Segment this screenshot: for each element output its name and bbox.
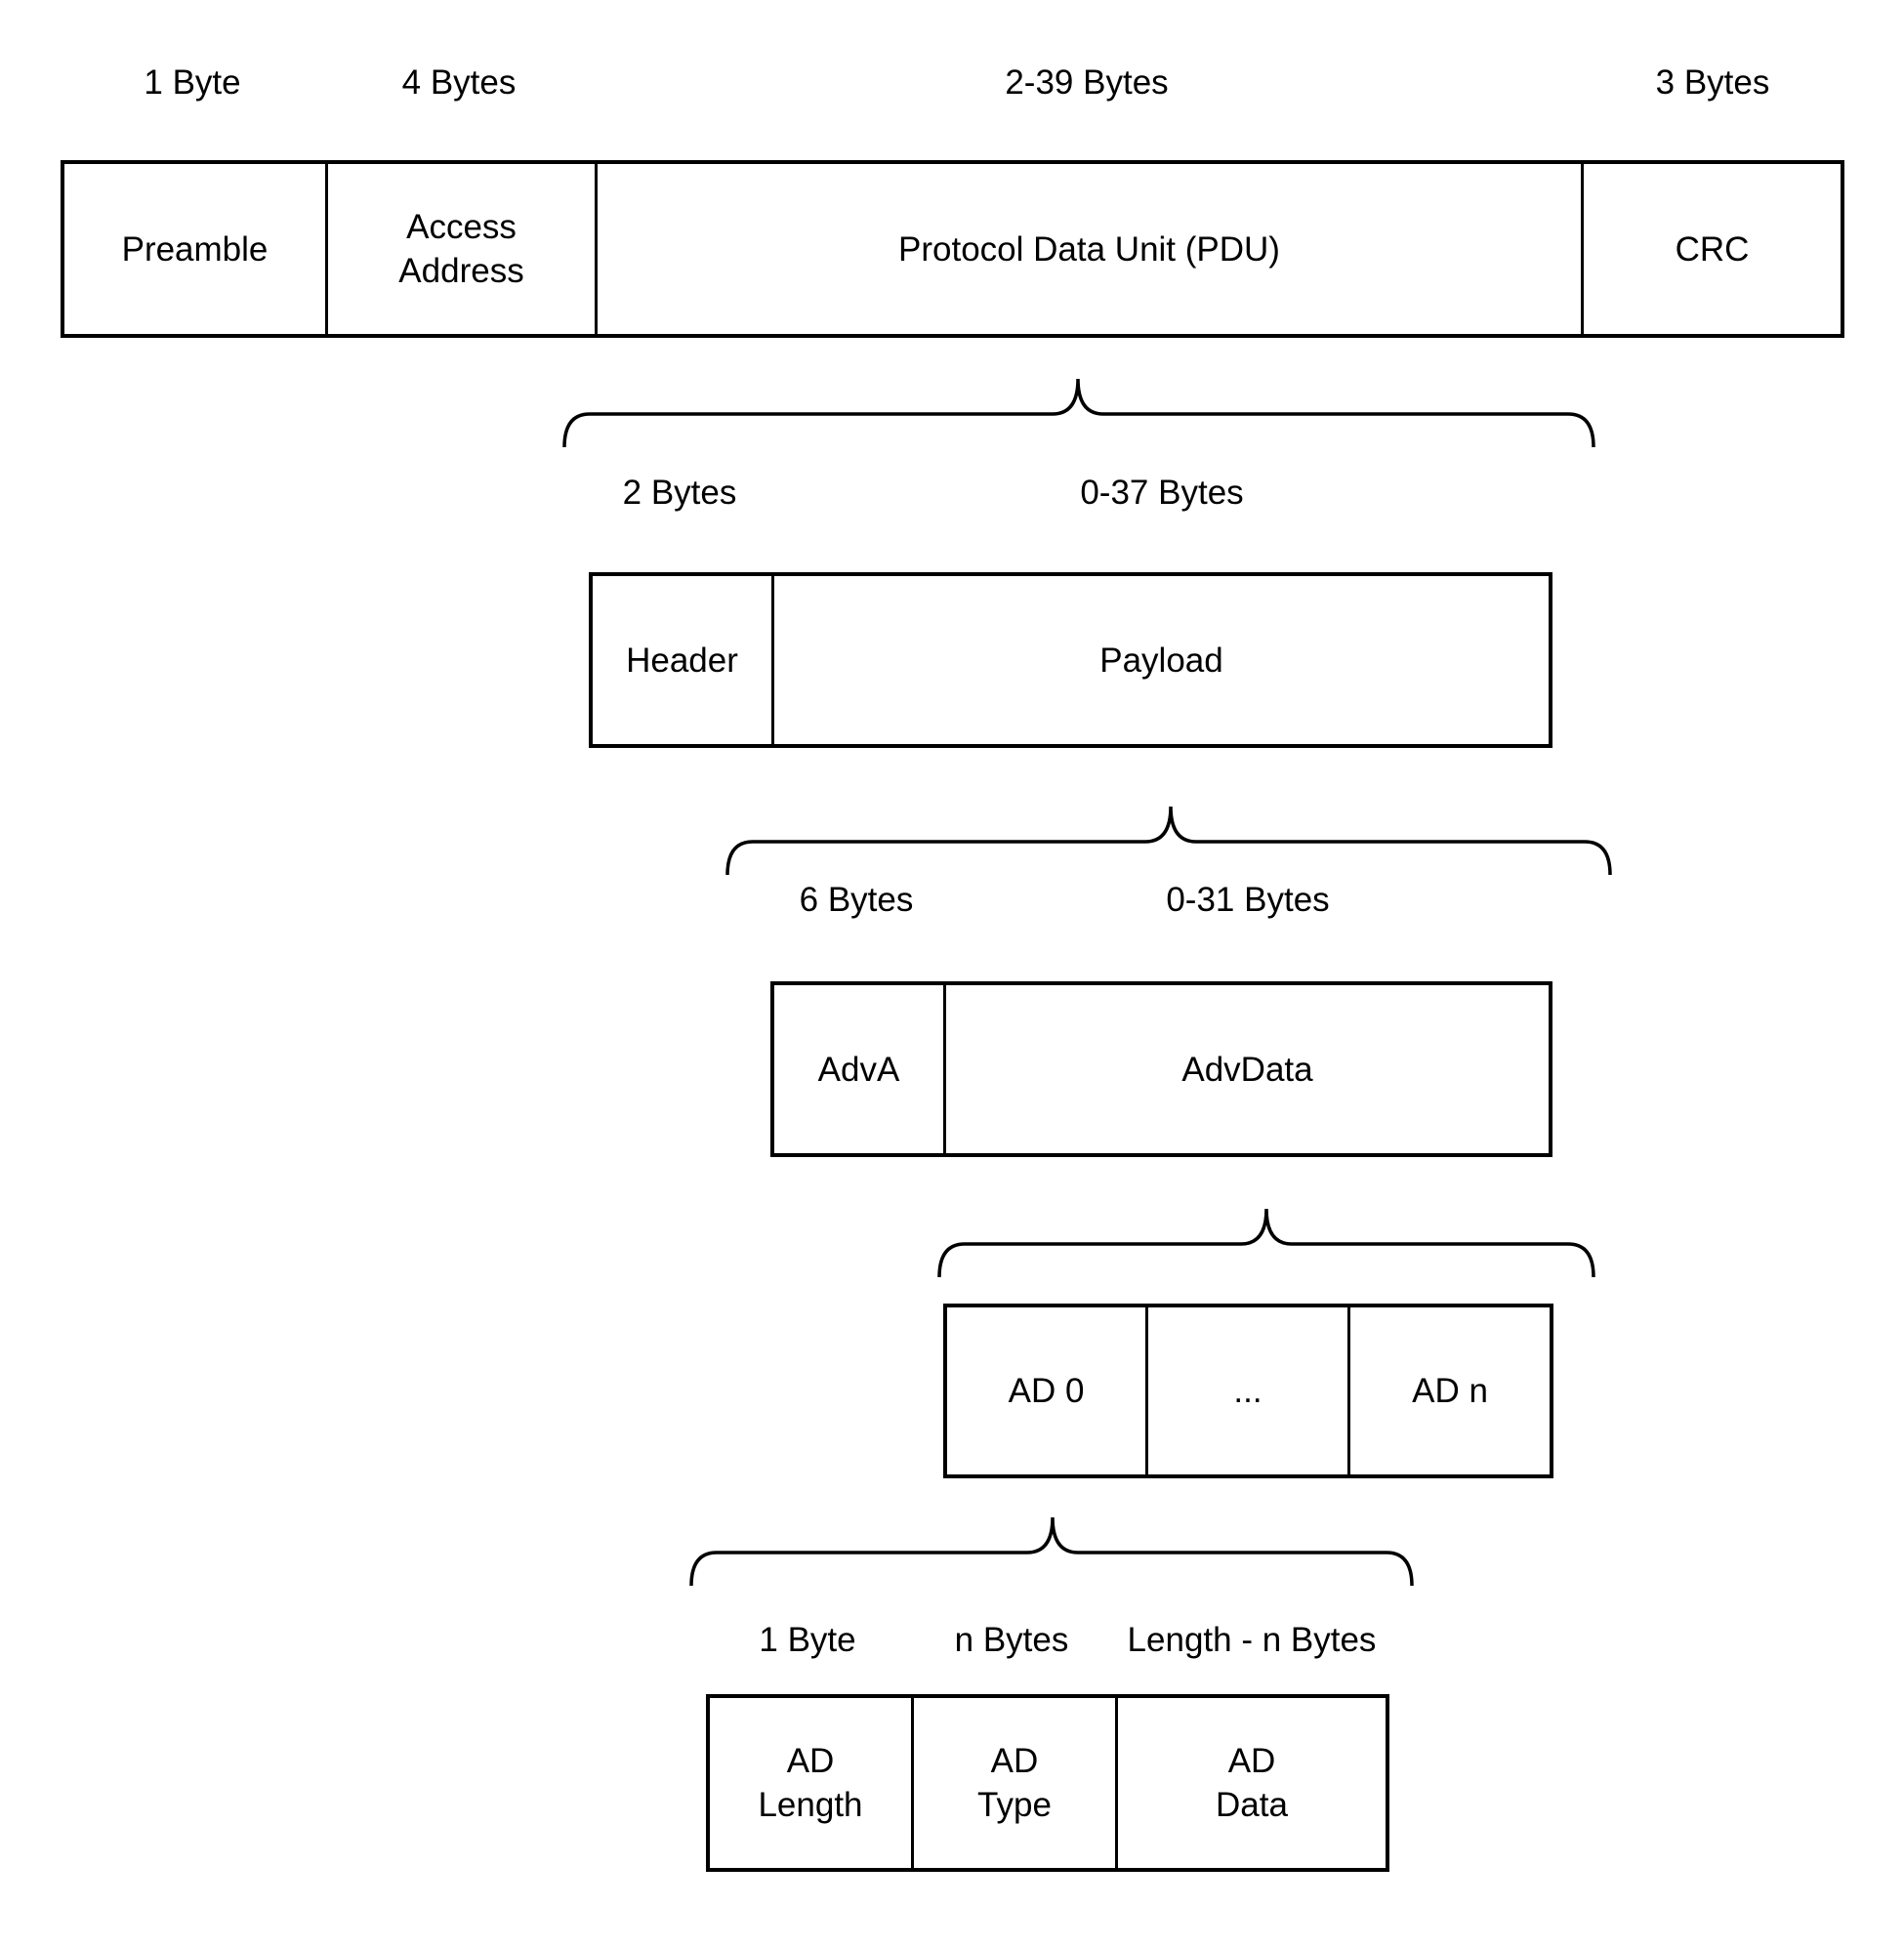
size-label-advdata: 0-31 Bytes	[1166, 881, 1330, 919]
cell-advdata: AdvData	[1181, 1050, 1313, 1089]
size-label-access-address: 4 Bytes	[401, 63, 517, 102]
payload-row: AdvA AdvData	[770, 981, 1552, 1157]
cell-pdu: Protocol Data Unit (PDU)	[598, 164, 1584, 334]
brace-payload	[725, 806, 1612, 876]
cell-header: Header	[593, 576, 774, 744]
size-label-ad-type: n Bytes	[954, 1621, 1069, 1659]
brace-advdata	[937, 1208, 1595, 1278]
cell-adn: AD n	[1412, 1372, 1488, 1410]
cell-payload: Payload	[1099, 641, 1223, 680]
size-label-crc: 3 Bytes	[1655, 63, 1770, 102]
size-label-pdu: 2-39 Bytes	[1005, 63, 1169, 102]
cell-ad-ellipsis: ...	[1148, 1307, 1350, 1474]
brace-ad0	[689, 1516, 1414, 1587]
cell-ad-length: AD Length	[710, 1698, 914, 1868]
packet-row: Preamble Access Address Protocol Data Un…	[61, 160, 1844, 338]
size-label-preamble: 1 Byte	[144, 63, 241, 102]
cell-preamble: Preamble	[64, 164, 328, 334]
brace-pdu	[562, 378, 1595, 448]
size-label-header: 2 Bytes	[622, 474, 737, 512]
size-label-ad-length: 1 Byte	[759, 1621, 856, 1659]
cell-ad-data: AD Data	[1216, 1742, 1288, 1824]
ad-structure-row: AD Length AD Type AD Data	[706, 1694, 1389, 1872]
pdu-row: Header Payload	[589, 572, 1552, 748]
advdata-row: AD 0 ... AD n	[943, 1304, 1553, 1478]
cell-ad0: AD 0	[947, 1307, 1148, 1474]
size-label-ad-data: Length - n Bytes	[1127, 1621, 1377, 1659]
cell-access-address: Access Address	[328, 164, 598, 334]
size-label-adva: 6 Bytes	[799, 881, 914, 919]
size-label-payload: 0-37 Bytes	[1080, 474, 1244, 512]
cell-crc: CRC	[1675, 229, 1750, 269]
cell-adva: AdvA	[774, 985, 946, 1153]
cell-ad-type: AD Type	[914, 1698, 1118, 1868]
